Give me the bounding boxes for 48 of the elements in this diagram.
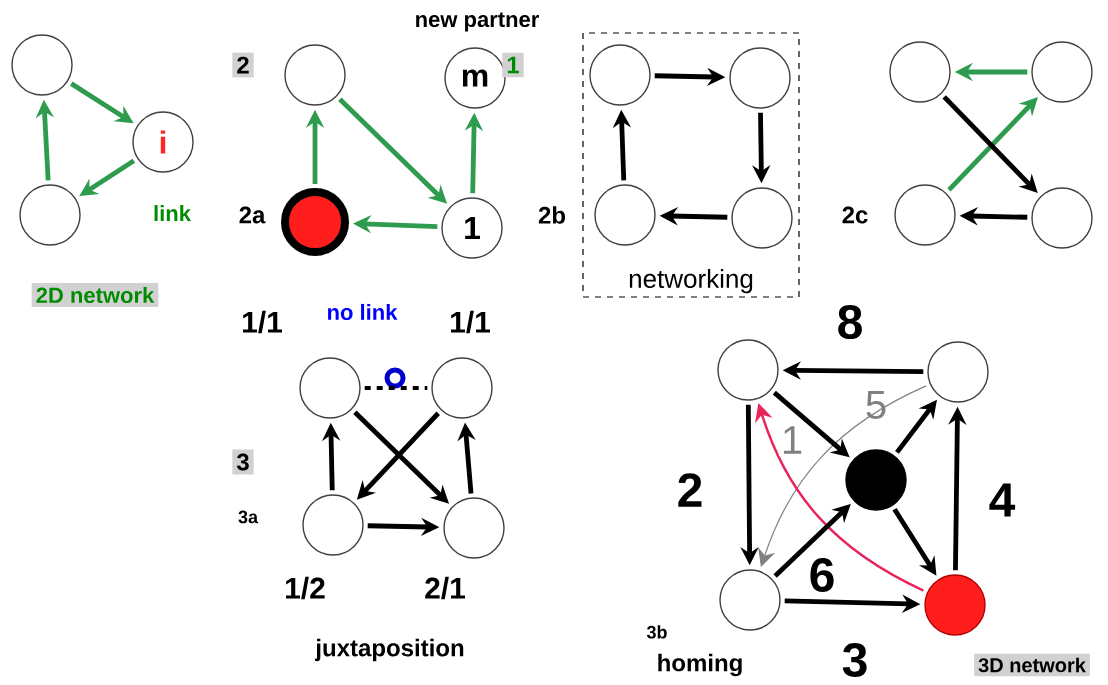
node-caption: 1/1 (243, 310, 282, 334)
circle (1031, 41, 1093, 103)
circle (299, 357, 361, 419)
node-caption: 1/2 (286, 576, 325, 600)
circle (589, 44, 651, 106)
dashed-frame: networking (582, 32, 800, 298)
text-label: 2c (842, 206, 868, 224)
text-label: 2b (538, 206, 565, 224)
filled-circle (845, 449, 907, 511)
text-label: 3b (646, 625, 667, 639)
edge-label: 4 (989, 483, 1016, 517)
circle (443, 497, 505, 559)
text-label: link (154, 205, 191, 221)
edge-label: 2 (678, 473, 702, 507)
tag-label: 2D network (31, 282, 159, 308)
edge-label: 3 (842, 643, 867, 677)
circle (284, 44, 346, 106)
circle (889, 41, 951, 103)
circle (927, 341, 989, 403)
circle (894, 184, 956, 246)
text-label: 2a (239, 206, 266, 224)
edge-label: 6 (810, 558, 834, 592)
circle (302, 494, 364, 556)
filled-circle (281, 188, 349, 256)
circle (719, 569, 781, 631)
circle (731, 187, 793, 249)
text-label: homing (658, 653, 742, 677)
text-label: 3a (238, 510, 259, 524)
filled-circle (924, 574, 986, 636)
circle (717, 339, 779, 401)
edge-label: 1 (778, 424, 806, 456)
text-label: juxtaposition (314, 638, 464, 662)
tag-label: 3 (232, 449, 254, 475)
node-caption: 2/1 (425, 576, 465, 600)
edge-label: 5 (866, 391, 886, 419)
circle (729, 47, 791, 109)
circle (1031, 187, 1093, 249)
edge-label: 8 (838, 305, 862, 339)
tag-label: 1 (502, 52, 524, 78)
tag-label: 3D network (974, 653, 1090, 677)
tag-label: 2 (232, 52, 254, 78)
edge-label: no link (328, 303, 398, 321)
node-caption: 1/1 (451, 310, 490, 334)
circle (11, 34, 73, 96)
circle (431, 357, 493, 419)
node-caption: new partner (416, 12, 539, 32)
circle (19, 184, 81, 246)
circle (594, 184, 656, 246)
